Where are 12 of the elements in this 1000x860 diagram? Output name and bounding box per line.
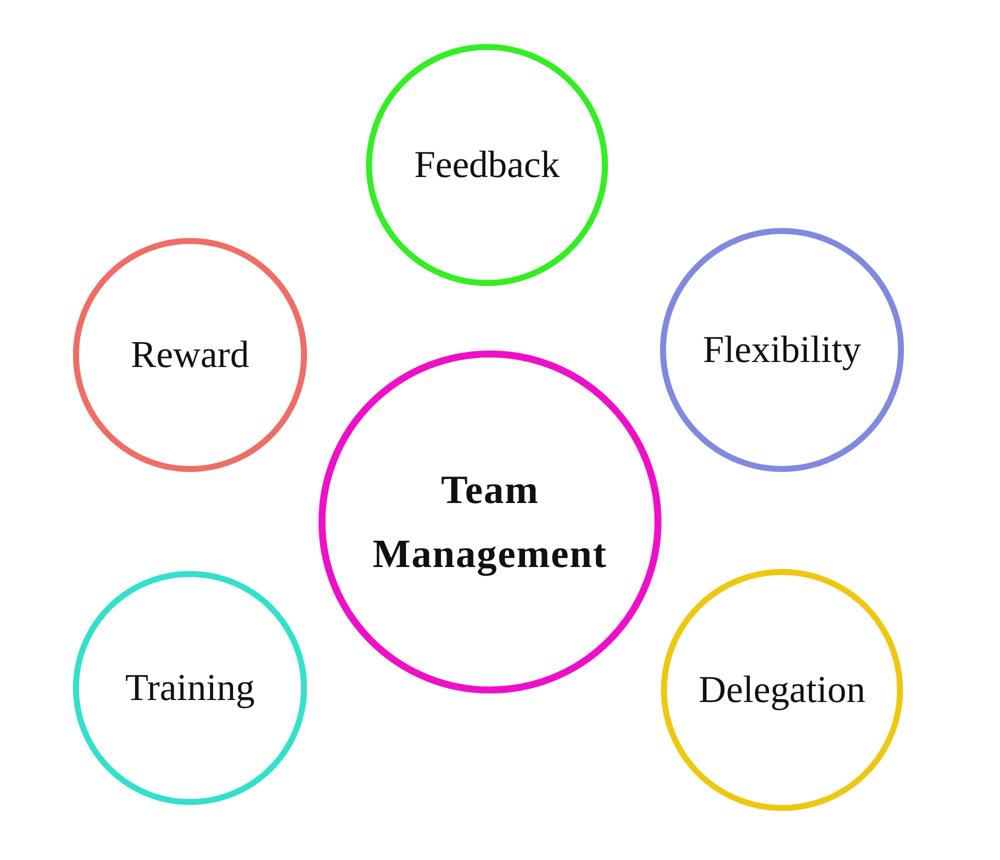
circle-node: [70, 568, 310, 808]
node-label: Delegation: [698, 668, 866, 713]
circle-node: [658, 566, 906, 814]
node-label: Reward: [130, 332, 250, 378]
node-label: Training: [125, 666, 255, 711]
node-label: Team Management: [372, 466, 608, 578]
circle-node: [70, 235, 310, 475]
node-label: Flexibility: [702, 328, 862, 373]
circle-node: [316, 348, 664, 696]
circle-node: [657, 225, 907, 475]
node-label: Feedback: [414, 142, 560, 188]
circle-node: [363, 41, 611, 289]
